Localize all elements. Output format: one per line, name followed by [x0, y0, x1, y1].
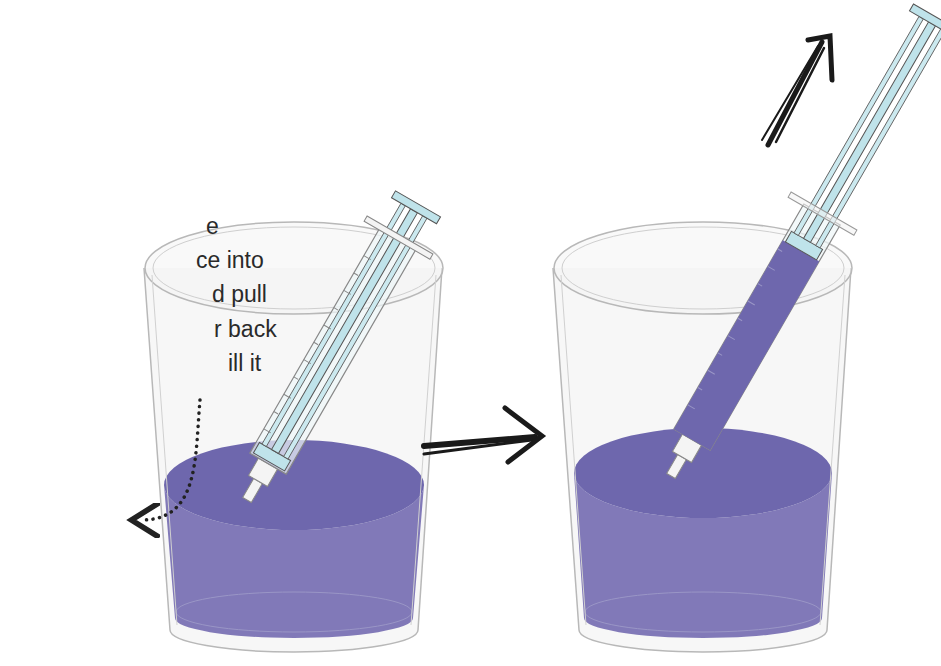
syringe — [214, 185, 451, 519]
cup — [138, 222, 443, 652]
instruction-text: ill it — [228, 350, 261, 376]
instruction-text: ce into — [196, 247, 264, 273]
instruction-text: e — [206, 213, 219, 239]
instruction-text: d pull — [212, 281, 267, 307]
pull-arrow — [762, 36, 832, 145]
syringe — [638, 0, 941, 495]
cup — [553, 222, 852, 652]
dotted-arrow — [142, 400, 200, 520]
step-arrow — [424, 408, 542, 462]
instruction-text: r back — [214, 316, 277, 342]
